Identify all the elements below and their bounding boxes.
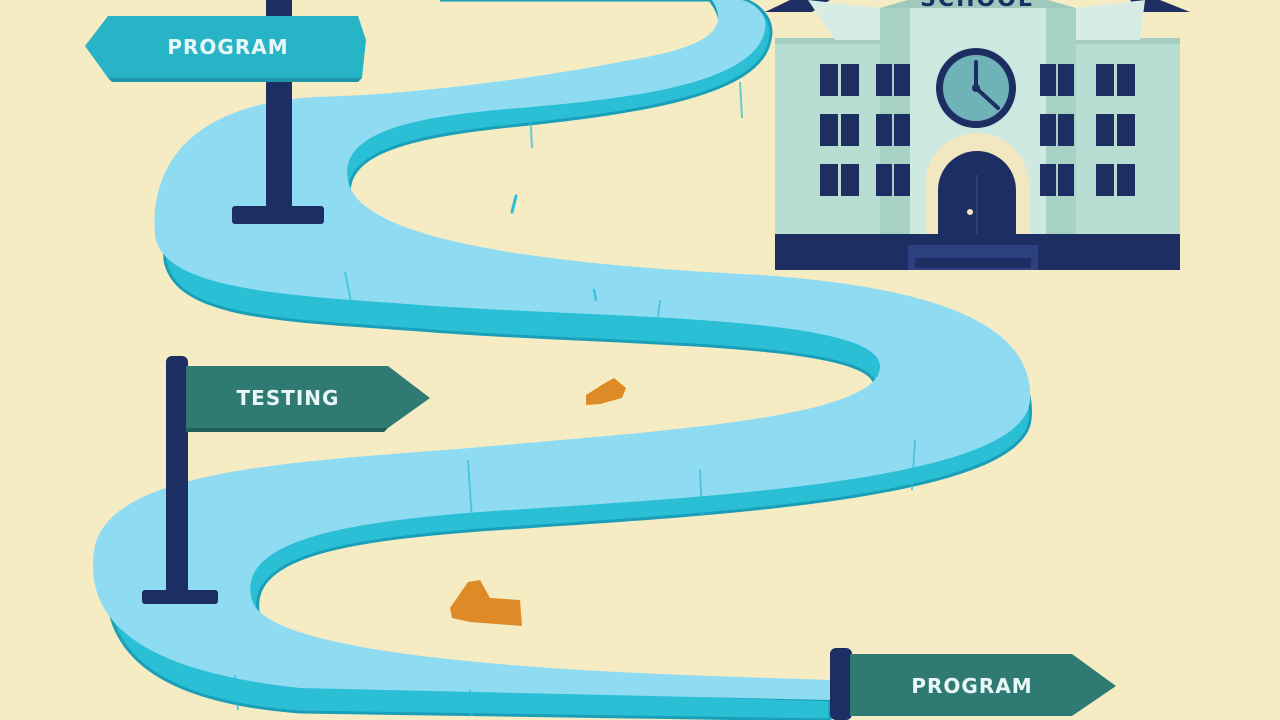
winding-path-top — [92, 0, 1031, 700]
signpost-top-left: PROGRAM — [85, 0, 366, 224]
leaf-large — [450, 580, 522, 626]
school-building: SCHOOL — [765, 0, 1190, 270]
school-windows — [820, 64, 1135, 196]
sign-label-program-bottom: PROGRAM — [911, 674, 1032, 698]
small-mark-decoration — [510, 194, 518, 214]
sign-board-program-top — [85, 16, 366, 78]
path-segment-lines — [234, 81, 916, 717]
sign-board-testing — [186, 366, 430, 428]
leaf-small — [586, 378, 626, 405]
sign-label-program-top: PROGRAM — [167, 35, 288, 59]
small-mark-decoration — [593, 289, 597, 301]
clock-icon — [936, 48, 1016, 128]
sign-board-program-bottom — [850, 654, 1116, 716]
signpost-bottom-right: PROGRAM — [830, 648, 1116, 720]
sign-label-testing: TESTING — [237, 386, 340, 410]
school-sign-text: SCHOOL — [920, 0, 1034, 12]
signpost-middle-left: TESTING — [142, 356, 430, 604]
school-door — [925, 133, 1029, 245]
